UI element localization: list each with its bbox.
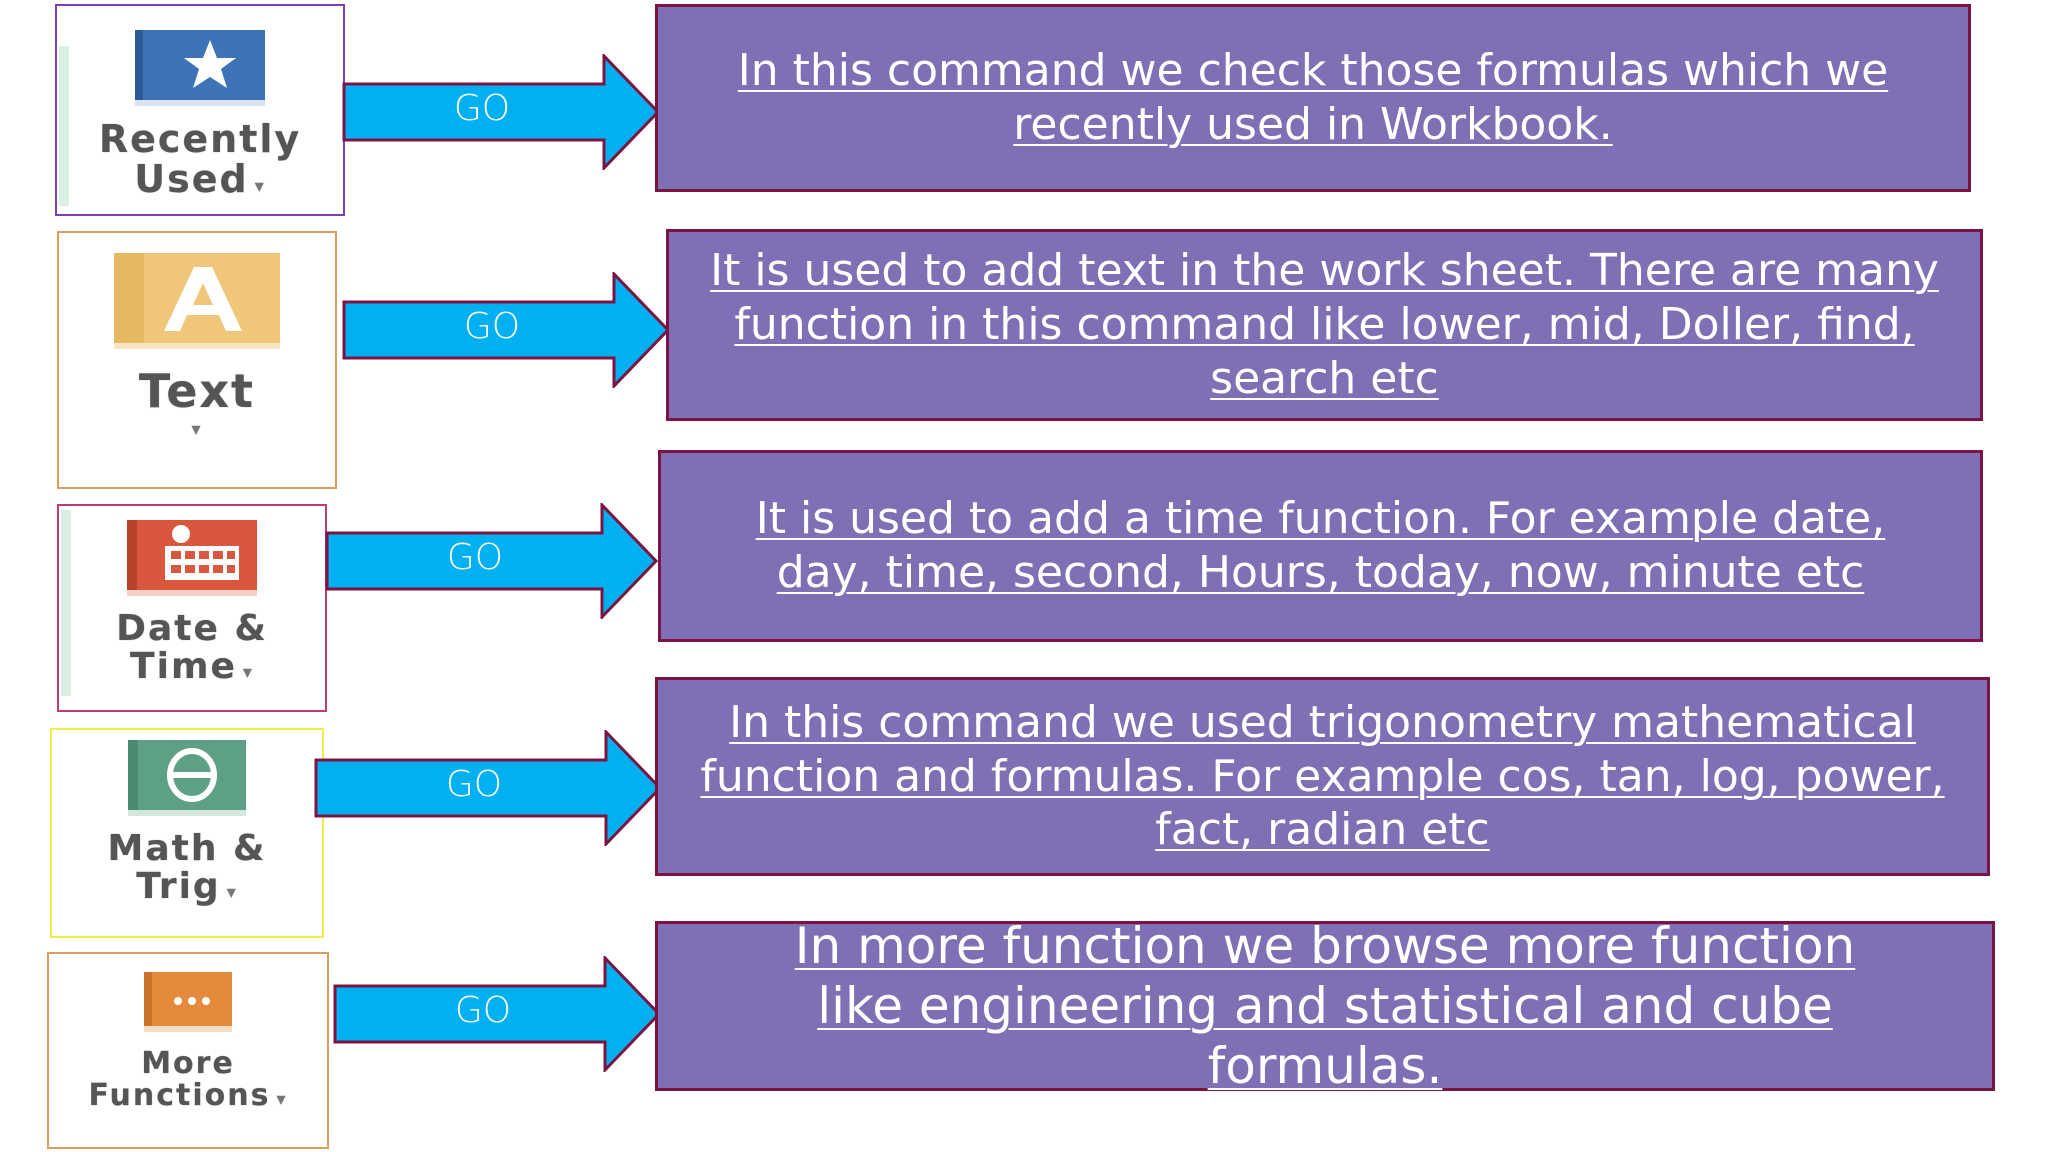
description-box: In more function we browse more function… — [655, 917, 1995, 1095]
chevron-down-icon: ▾ — [191, 419, 203, 441]
chevron-down-icon: ▾ — [226, 881, 238, 903]
tile-label-line: Math & — [107, 828, 267, 869]
go-label: GO — [454, 990, 512, 1031]
tile-label-line: Text — [138, 364, 256, 418]
chevron-down-icon: ▾ — [276, 1088, 288, 1110]
go-arrow: GO — [314, 728, 664, 848]
go-label: GO — [453, 88, 511, 129]
tile-label-line: Used — [134, 156, 249, 201]
tile-edge — [61, 510, 71, 696]
letter-a-book-icon — [112, 251, 282, 355]
tile-label-line: Date & — [116, 608, 268, 649]
description-box: It is used to add text in the work sheet… — [666, 229, 1983, 421]
description-text: In more function we browse more function… — [794, 917, 1856, 1095]
tile-recently-used[interactable]: Recently Used▾ — [55, 4, 345, 216]
go-arrow: GO — [333, 954, 663, 1074]
description-text: It is used to add text in the work sheet… — [710, 245, 1939, 404]
tile-edge — [59, 46, 69, 206]
description-text: In this command we used trigonometry mat… — [700, 696, 1945, 856]
star-book-icon — [133, 28, 267, 112]
tile-label-line: More — [141, 1046, 235, 1081]
tile-text[interactable]: Text ▾ — [57, 231, 337, 489]
go-label: GO — [463, 306, 521, 347]
chevron-down-icon: ▾ — [242, 661, 254, 683]
theta-book-icon — [126, 738, 248, 822]
description-text: In this command we check those formulas … — [737, 45, 1889, 150]
tile-label-line: Functions — [88, 1077, 271, 1113]
go-label: GO — [445, 764, 503, 805]
go-label: GO — [446, 537, 504, 578]
tile-label-line: Trig — [136, 865, 221, 907]
tile-label-line: Recently — [98, 117, 302, 161]
ellipsis-book-icon — [142, 970, 234, 1038]
go-arrow: GO — [342, 270, 672, 390]
go-arrow: GO — [342, 52, 662, 172]
tile-more-functions[interactable]: More Functions▾ — [47, 952, 329, 1149]
go-arrow: GO — [325, 501, 660, 621]
tile-math-trig[interactable]: Math & Trig▾ — [50, 728, 324, 938]
description-text: It is used to add a time function. For e… — [755, 493, 1886, 598]
chevron-down-icon: ▾ — [254, 175, 266, 197]
description-box: It is used to add a time function. For e… — [658, 450, 1983, 642]
tile-date-time[interactable]: Date & Time▾ — [57, 504, 327, 712]
tile-label-line: Time — [130, 645, 237, 687]
calendar-clock-icon — [125, 518, 259, 602]
description-box: In this command we check those formulas … — [655, 4, 1971, 192]
description-box: In this command we used trigonometry mat… — [655, 677, 1990, 876]
